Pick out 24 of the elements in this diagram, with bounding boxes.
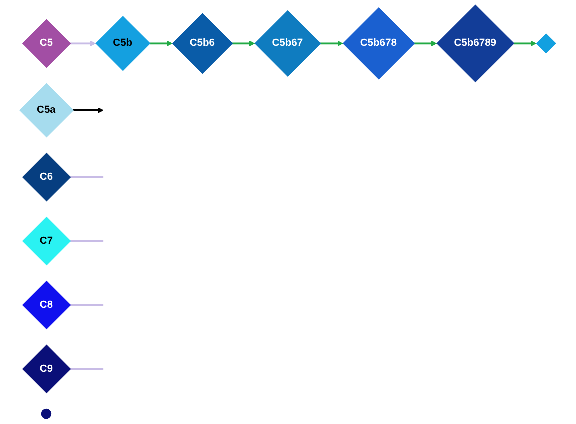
arrow: [73, 108, 104, 114]
node-diamond: C6: [22, 152, 72, 202]
arrow: [414, 40, 438, 46]
connector: [70, 304, 104, 306]
node-diamond: C5a: [20, 83, 74, 138]
node-diamond: C8: [22, 280, 72, 330]
arrow: [70, 40, 96, 46]
node-diamond: C5b678: [342, 8, 416, 80]
node-diamond: [536, 34, 556, 54]
arrow: [514, 40, 537, 46]
connector: [70, 176, 104, 178]
arrow: [150, 40, 173, 46]
connector: [70, 368, 104, 370]
node-circle: [41, 408, 52, 420]
node-diamond: C5b67: [254, 10, 322, 77]
arrow: [232, 40, 256, 46]
node-diamond: C5b6789: [436, 4, 515, 83]
connector: [70, 240, 104, 242]
node-diamond: C5b6: [172, 13, 234, 74]
node-diamond: C5: [22, 19, 72, 68]
node-diamond: C7: [22, 216, 72, 266]
node-diamond: C9: [22, 344, 72, 394]
arrow: [320, 40, 344, 46]
node-diamond: C5b: [96, 16, 151, 72]
